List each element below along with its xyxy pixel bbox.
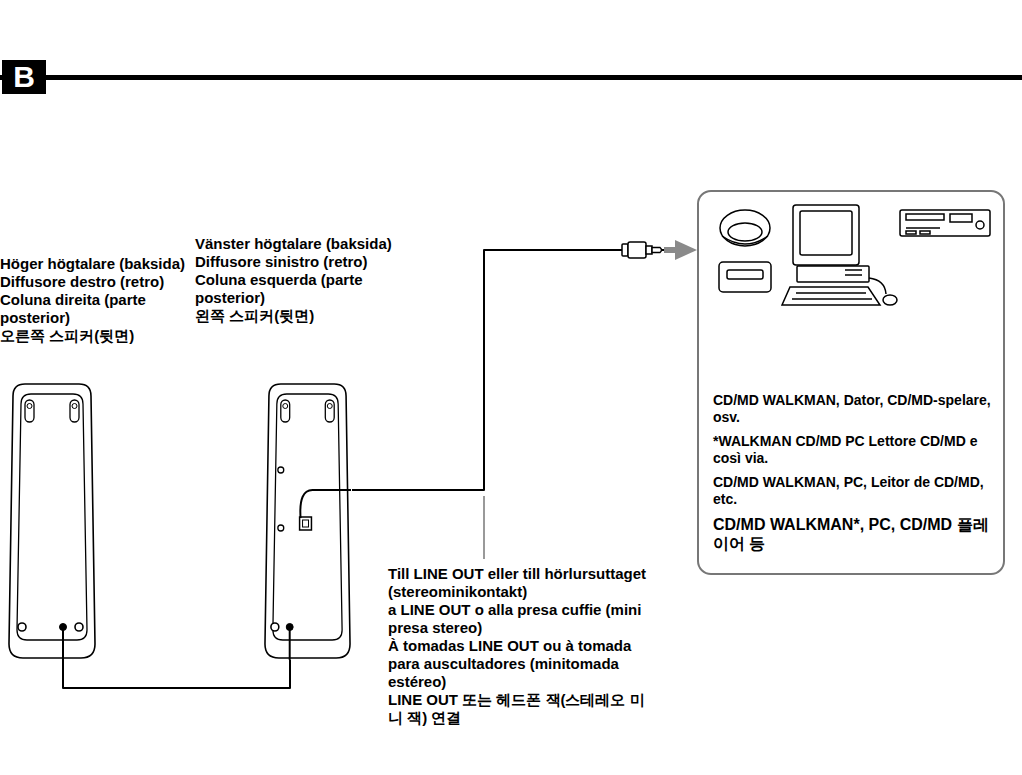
stereo-mini-plug <box>622 242 678 258</box>
section-tag: B <box>2 60 46 94</box>
device-text: CD/MD WALKMAN*, PC, CD/MD 플레이어 등 <box>713 515 993 553</box>
speaker-label: Diffusore destro (retro) <box>0 273 192 291</box>
speaker-label: 오른쪽 스피커(뒷면) <box>0 327 192 345</box>
connection-note: Till LINE OUT eller till hörlursuttaget … <box>388 565 650 601</box>
connection-note: a LINE OUT o alla presa cuffie (mini pre… <box>388 601 650 637</box>
speaker-label: Diffusore sinistro (retro) <box>195 253 427 271</box>
speaker-heading: Höger högtalare (baksida)Diffusore destr… <box>0 255 192 345</box>
source-device-box: CD/MD WALKMAN, Dator, CD/MD-spelare, osv… <box>697 190 1005 575</box>
speaker-back: Vänster högtalare (baksida)Diffusore sin… <box>263 382 352 660</box>
computer-icon <box>782 205 897 305</box>
speaker-heading: Vänster högtalare (baksida)Diffusore sin… <box>195 235 427 325</box>
callout-label: Till LINE OUT eller till hörlursuttaget … <box>388 565 650 727</box>
cd-md-deck-icon <box>900 210 990 236</box>
device-text: CD/MD WALKMAN, Dator, CD/MD-spelare, osv… <box>713 392 993 426</box>
connection-note: À tomadas LINE OUT ou à tomada para ausc… <box>388 637 650 691</box>
speaker-outline <box>263 382 352 660</box>
device-text: *WALKMAN CD/MD PC Lettore CD/MD e così v… <box>713 433 993 467</box>
speaker-label: Vänster högtalare (baksida) <box>195 235 427 253</box>
speaker-link-cable <box>63 660 290 688</box>
md-walkman-icon <box>719 262 771 292</box>
device-text: CD/MD WALKMAN, PC, Leitor de CD/MD, etc. <box>713 474 993 508</box>
connection-note: LINE OUT 또는 헤드폰 잭(스테레오 미니 잭) 연결 <box>388 691 650 727</box>
speaker-label: Coluna esquerda (parte posterior) <box>195 271 427 307</box>
input-cable <box>352 250 695 490</box>
speaker-label: Höger högtalare (baksida) <box>0 255 192 273</box>
speaker-outline <box>7 382 97 660</box>
cd-walkman-icon <box>720 210 770 246</box>
section-letter: B <box>2 60 46 94</box>
device-icons <box>719 205 990 305</box>
speaker-back: Höger högtalare (baksida)Diffusore destr… <box>7 382 97 660</box>
leader-line <box>484 496 485 559</box>
top-rule <box>0 75 1022 80</box>
speaker-label: 왼쪽 스피커(뒷면) <box>195 307 427 325</box>
speaker-label: Coluna direita (parte posterior) <box>0 291 192 327</box>
